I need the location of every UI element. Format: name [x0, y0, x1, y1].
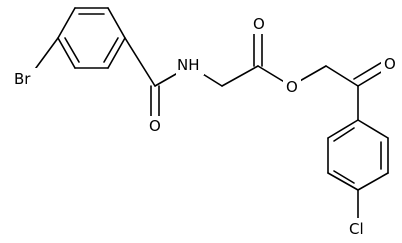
atom-br: Br: [14, 68, 40, 88]
atom-label-o-ester-carbonyl: O: [253, 15, 265, 33]
atom-label-br: Br: [14, 70, 31, 88]
atom-cl: Cl: [347, 218, 371, 238]
bond: [327, 119, 359, 139]
bond: [57, 7, 76, 39]
double-bond-c-o: [353, 60, 385, 80]
double-bond-inner: [103, 37, 119, 63]
atom-label-nh: NH: [177, 56, 200, 74]
chlorophenyl-ring: [327, 119, 389, 191]
bond: [327, 172, 359, 191]
atom-label-o-ester: O: [286, 78, 298, 96]
atom-nh: NH: [176, 55, 204, 75]
bond: [357, 172, 389, 191]
bond: [357, 119, 389, 139]
bond: [107, 7, 126, 39]
bond: [325, 65, 359, 87]
bond: [221, 65, 259, 87]
atom-o-ester-carbonyl: O: [250, 14, 268, 34]
bond-c-br: [32, 37, 59, 73]
bond: [124, 37, 156, 87]
atom-o-amide: O: [146, 116, 164, 136]
atom-o-ester: O: [283, 77, 301, 97]
atom-label-o-amide: O: [149, 117, 161, 135]
atom-label-o-ketone: O: [384, 55, 396, 73]
bond: [107, 37, 126, 69]
double-bond-inner: [333, 170, 355, 184]
double-bond-inner: [333, 127, 355, 142]
bond: [57, 37, 76, 69]
bromophenyl-ring: [57, 7, 126, 69]
double-bond-inner: [64, 37, 80, 63]
atom-label-cl: Cl: [349, 220, 364, 238]
atom-o-ketone: O: [381, 54, 399, 74]
